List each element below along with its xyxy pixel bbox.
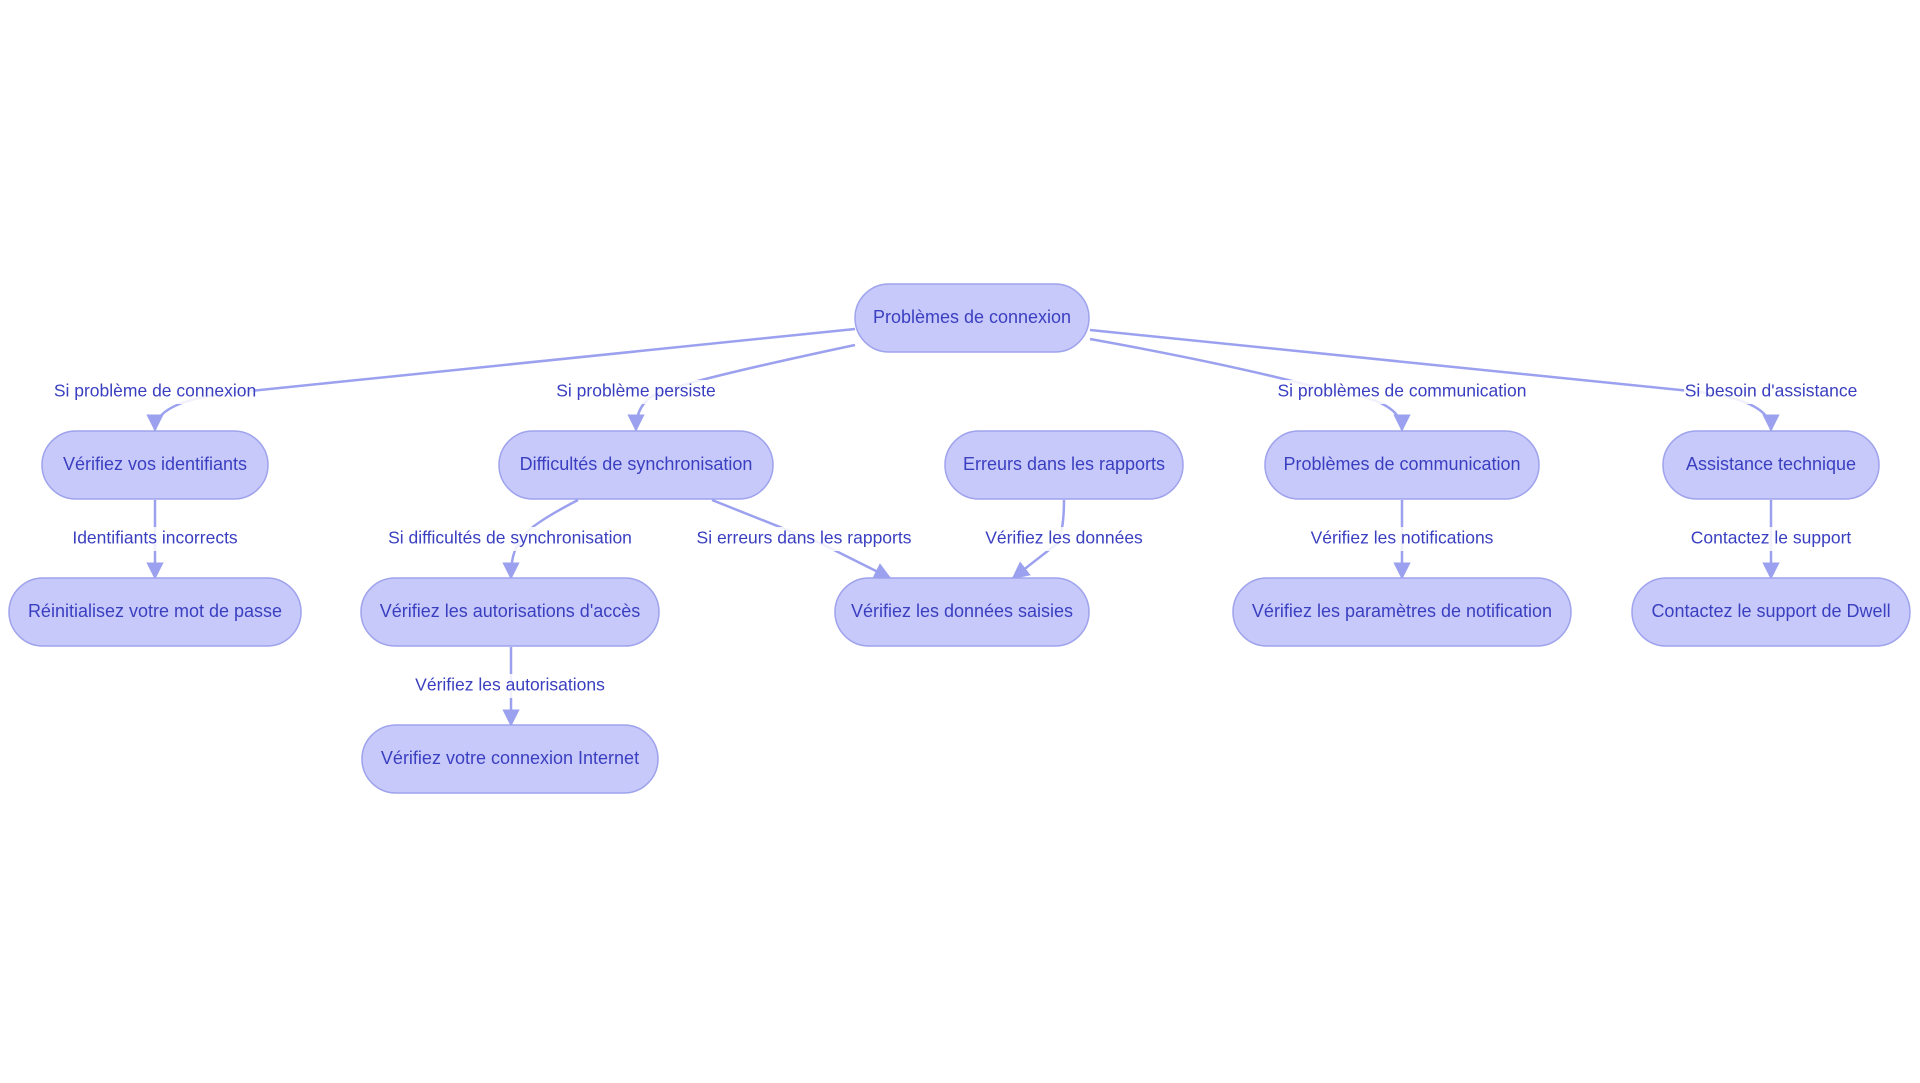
node-label: Problèmes de communication bbox=[1283, 454, 1520, 474]
edge-label-contactez-support: Contactez le support bbox=[1688, 527, 1854, 551]
edge-label-text: Si problèmes de communication bbox=[1277, 381, 1526, 401]
node-label: Assistance technique bbox=[1686, 454, 1856, 474]
edge-label-si-besoin-assistance: Si besoin d'assistance bbox=[1684, 380, 1858, 404]
node-label: Contactez le support de Dwell bbox=[1651, 601, 1890, 621]
node-problemes-connexion[interactable]: Problèmes de connexion bbox=[854, 283, 1090, 353]
edge-label-text: Si besoin d'assistance bbox=[1685, 381, 1858, 401]
node-difficultes-synchronisation[interactable]: Difficultés de synchronisation bbox=[498, 430, 774, 500]
node-label: Erreurs dans les rapports bbox=[963, 454, 1165, 474]
edge-label-verifiez-notifications: Vérifiez les notifications bbox=[1310, 527, 1494, 551]
edge-label-si-difficultes-synchronisation: Si difficultés de synchronisation bbox=[386, 527, 634, 551]
node-verifiez-donnees-saisies[interactable]: Vérifiez les données saisies bbox=[834, 577, 1090, 647]
edge-label-text: Vérifiez les notifications bbox=[1311, 528, 1494, 548]
edge-label-si-problemes-communication: Si problèmes de communication bbox=[1277, 380, 1527, 404]
node-verifiez-autorisations[interactable]: Vérifiez les autorisations d'accès bbox=[360, 577, 660, 647]
edge-label-si-probleme-connexion: Si problème de connexion bbox=[54, 380, 256, 404]
node-label: Vérifiez les autorisations d'accès bbox=[380, 601, 641, 621]
node-label: Vérifiez les données saisies bbox=[851, 601, 1073, 621]
edge-label-text: Si erreurs dans les rapports bbox=[697, 528, 912, 548]
edge-label-text: Si problème de connexion bbox=[54, 381, 256, 401]
edge-label-text: Vérifiez les données bbox=[985, 528, 1143, 548]
node-erreurs-rapports[interactable]: Erreurs dans les rapports bbox=[944, 430, 1184, 500]
node-label: Vérifiez les paramètres de notification bbox=[1252, 601, 1552, 621]
node-label: Difficultés de synchronisation bbox=[520, 454, 753, 474]
edge-label-verifiez-donnees: Vérifiez les données bbox=[985, 527, 1143, 551]
node-verifiez-identifiants[interactable]: Vérifiez vos identifiants bbox=[41, 430, 269, 500]
edge-label-text: Si problème persiste bbox=[556, 381, 716, 401]
edge-label-si-probleme-persiste: Si problème persiste bbox=[556, 380, 716, 404]
edge-root-identifiants bbox=[146, 327, 856, 432]
node-label: Vérifiez votre connexion Internet bbox=[381, 748, 639, 768]
edge-label-text: Contactez le support bbox=[1691, 528, 1852, 548]
node-reinitialisez-mot-de-passe[interactable]: Réinitialisez votre mot de passe bbox=[8, 577, 302, 647]
node-verifiez-parametres-notification[interactable]: Vérifiez les paramètres de notification bbox=[1232, 577, 1572, 647]
edge-labels: Si problème de connexion Si problème per… bbox=[54, 380, 1858, 698]
node-verifiez-connexion-internet[interactable]: Vérifiez votre connexion Internet bbox=[361, 724, 659, 794]
edge-label-verifiez-autorisations: Vérifiez les autorisations bbox=[415, 674, 605, 698]
node-label: Problèmes de connexion bbox=[873, 307, 1071, 327]
node-assistance-technique[interactable]: Assistance technique bbox=[1662, 430, 1880, 500]
edge-label-text: Si difficultés de synchronisation bbox=[388, 528, 632, 548]
edge-label-text: Identifiants incorrects bbox=[72, 528, 238, 548]
node-label: Réinitialisez votre mot de passe bbox=[28, 601, 282, 621]
edge-label-si-erreurs-rapports: Si erreurs dans les rapports bbox=[697, 527, 912, 551]
node-problemes-communication[interactable]: Problèmes de communication bbox=[1264, 430, 1540, 500]
node-label: Vérifiez vos identifiants bbox=[63, 454, 247, 474]
node-contactez-support-dwell[interactable]: Contactez le support de Dwell bbox=[1631, 577, 1911, 647]
nodes: Problèmes de connexion Vérifiez vos iden… bbox=[8, 283, 1911, 794]
edge-label-text: Vérifiez les autorisations bbox=[415, 675, 605, 695]
edge-label-identifiants-incorrects: Identifiants incorrects bbox=[67, 527, 243, 551]
